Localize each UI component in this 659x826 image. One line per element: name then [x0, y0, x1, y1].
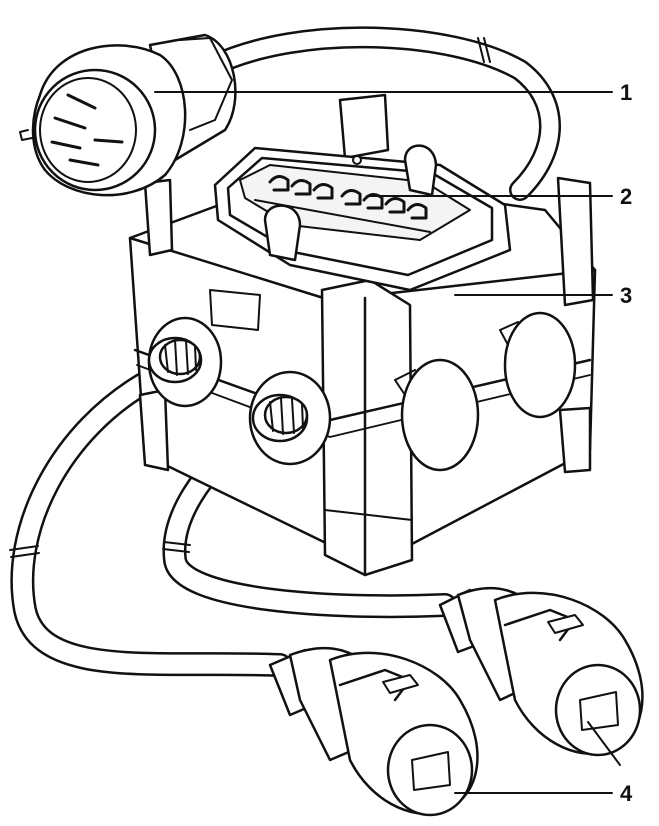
- callout-number-3: 3: [620, 283, 633, 308]
- callout-number-4: 4: [620, 781, 633, 806]
- cable-gland-left: [147, 336, 203, 384]
- leader-4a: [587, 721, 621, 766]
- socket-flap-2: [503, 311, 577, 419]
- cable-gland-right: [251, 393, 309, 443]
- cee-coupler-left: [268, 646, 479, 817]
- breaker-switches: [268, 175, 428, 220]
- callout-leaders: [154, 91, 621, 794]
- cable-top: [204, 26, 561, 201]
- socket-flap-1: [400, 358, 480, 472]
- breaker-panel: [213, 144, 512, 292]
- cee-plug: [19, 33, 237, 197]
- plug-pins: [50, 93, 124, 167]
- cable-left: [9, 368, 292, 677]
- callout-number-2: 2: [620, 184, 633, 209]
- cee-coupler-right: [438, 586, 644, 757]
- callout-number-1: 1: [620, 80, 633, 105]
